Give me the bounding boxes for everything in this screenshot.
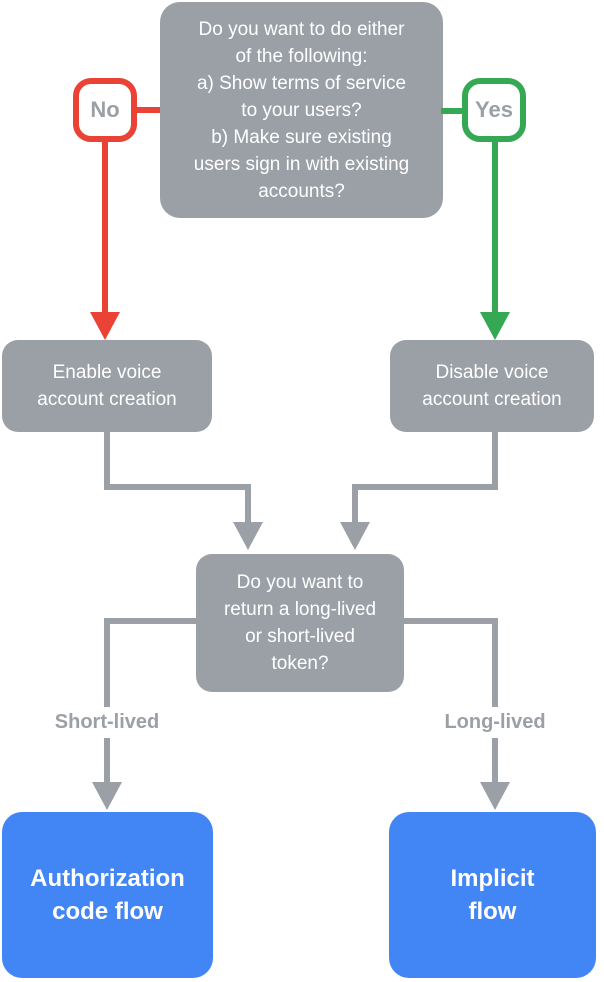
implicit-flow-node: Implicit flow xyxy=(389,812,596,978)
short-lived-vertical-line xyxy=(104,618,110,782)
short-lived-arrowhead-icon xyxy=(92,782,122,810)
long-lived-label: Long-lived xyxy=(411,707,579,738)
authorization-code-flow-node: Authorization code flow xyxy=(2,812,213,978)
enable-connector-drop-line xyxy=(245,484,251,524)
short-lived-label: Short-lived xyxy=(23,707,191,738)
disable-connector-vertical-line xyxy=(492,432,498,490)
enable-voice-account-creation-node: Enable voice account creation xyxy=(2,340,212,432)
disable-connector-arrowhead-icon xyxy=(340,522,370,550)
enable-connector-arrowhead-icon xyxy=(233,522,263,550)
disable-connector-drop-line xyxy=(352,484,358,524)
short-lived-horizontal-line xyxy=(104,618,196,624)
enable-connector-vertical-line xyxy=(104,432,110,490)
no-branch-vertical-line xyxy=(102,140,108,312)
token-question-node: Do you want to return a long-lived or sh… xyxy=(196,554,404,692)
no-badge: No xyxy=(73,78,137,142)
enable-connector-horizontal-line xyxy=(104,484,251,490)
yes-branch-arrowhead-icon xyxy=(480,312,510,340)
long-lived-vertical-line xyxy=(492,618,498,782)
yes-branch-vertical-line xyxy=(492,140,498,312)
long-lived-arrowhead-icon xyxy=(480,782,510,810)
long-lived-horizontal-line xyxy=(404,618,498,624)
yes-branch-horizontal-line xyxy=(441,108,462,114)
no-branch-arrowhead-icon xyxy=(90,312,120,340)
no-branch-horizontal-line xyxy=(135,107,160,113)
top-question-node: Do you want to do either of the followin… xyxy=(160,2,443,218)
yes-badge: Yes xyxy=(462,78,526,142)
disable-connector-horizontal-line xyxy=(352,484,498,490)
disable-voice-account-creation-node: Disable voice account creation xyxy=(390,340,594,432)
